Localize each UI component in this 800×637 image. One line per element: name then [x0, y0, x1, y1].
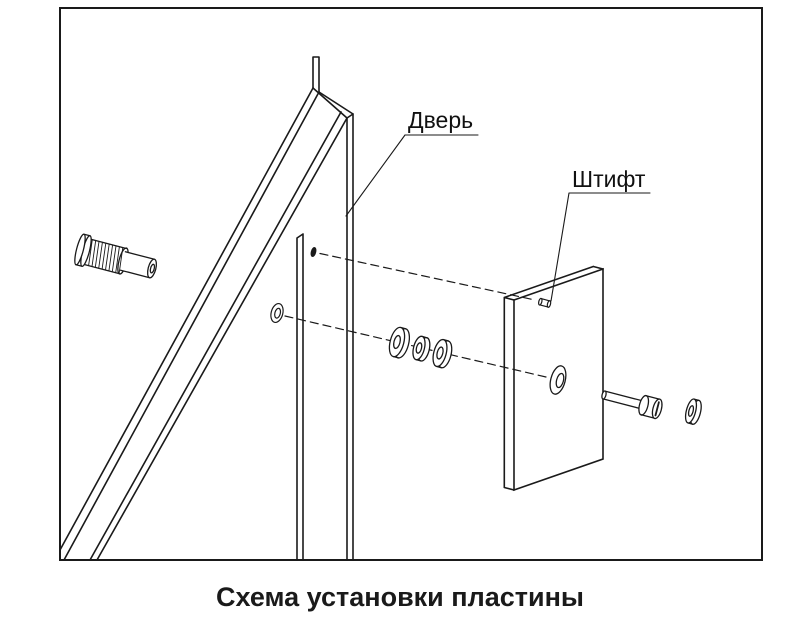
drawing-root	[59, 7, 763, 561]
alignment-pin	[538, 297, 552, 308]
screw	[601, 390, 663, 420]
rivet-nut	[74, 233, 158, 279]
pin-axis-line	[319, 252, 536, 301]
screw-washer	[684, 398, 702, 425]
spacer-washers	[388, 326, 453, 369]
washer-1	[388, 326, 411, 359]
knurl-texture	[88, 239, 124, 274]
door-drawing	[59, 56, 354, 561]
pin-label-leader	[550, 192, 651, 302]
washer-3	[432, 338, 453, 369]
door-label-leader	[345, 134, 479, 217]
frame-border	[59, 7, 763, 561]
screw-slot	[654, 401, 660, 417]
door-label: Дверь	[408, 107, 473, 133]
plate-hole	[549, 365, 567, 395]
washer-2	[412, 335, 431, 362]
diagram-caption: Схема установки пластины	[216, 582, 584, 612]
pin-label: Штифт	[572, 166, 646, 192]
door-hole-lower	[270, 302, 284, 324]
door-hole-upper	[310, 247, 317, 257]
